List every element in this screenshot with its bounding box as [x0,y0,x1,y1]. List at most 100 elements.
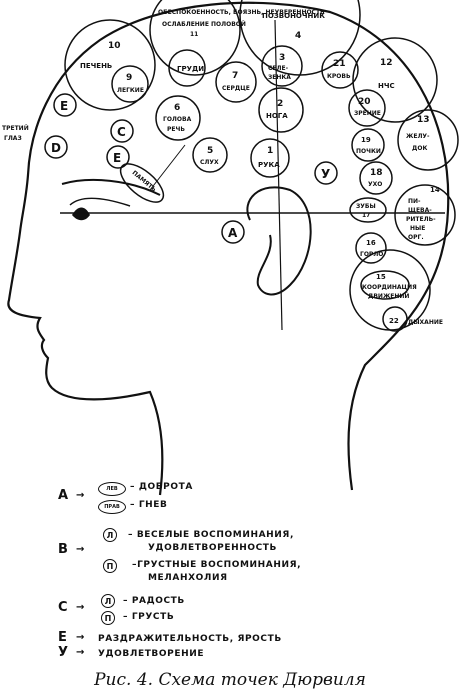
svg-text:ЗЕНКА: ЗЕНКА [268,74,291,81]
svg-text:5: 5 [207,146,213,156]
svg-text:10: 10 [108,41,121,51]
legend-key-u: У [58,645,69,660]
svg-text:4: 4 [295,31,301,41]
point-13: 13 ЖЕЛУ- ДОК [406,115,430,152]
legend-key-a: А [58,488,69,503]
svg-text:НЧС: НЧС [378,82,395,90]
figure-caption: Рис. 4. Схема точек Дюрвиля [94,670,366,690]
svg-text:РИТЕЛЬ-: РИТЕЛЬ- [406,216,436,223]
legend-e-text: РАЗДРАЖИТЕЛЬНОСТЬ, ЯРОСТЬ [98,634,282,644]
svg-text:С: С [117,125,126,139]
svg-text:А: А [228,226,238,240]
point-e-upper: Е [53,93,77,117]
svg-text:16: 16 [366,239,376,247]
point-9: 9 ЛЕГКИЕ [111,65,149,103]
legend-c-left-icon: Л [101,594,115,608]
region-circle-digestive [394,184,456,246]
point-a: А [221,220,245,244]
svg-text:Е: Е [60,99,68,113]
eye-icon [61,178,161,221]
arrow-icon: → [76,490,85,501]
head-profile-outline [7,1,450,496]
svg-text:D: D [51,141,61,155]
region-circle-ncs [352,37,438,123]
region-circle-sex [149,0,241,76]
arrow-icon: → [76,632,85,643]
point-11: ОБЕСПОКОЕННОСТЬ, БОЯЗНЬ, НЕУВЕРЕННОСТЬ О… [158,9,325,38]
point-5: 5 СЛУХ [192,137,228,173]
svg-text:СЛУХ: СЛУХ [200,159,219,166]
legend-key-c: С [58,600,68,615]
point-7: 7 СЕРДЦЕ [215,61,257,103]
legend-b-left-icon: Л [103,528,117,542]
legend-key-b: В [58,542,68,557]
svg-text:ПАМЯТЬ: ПАМЯТЬ [131,169,158,193]
svg-text:НЫЕ: НЫЕ [410,225,425,232]
svg-text:21: 21 [333,59,346,69]
svg-text:19: 19 [361,136,371,144]
point-22: 22 ДЫХАНИЕ [382,306,443,332]
svg-text:ЗРЕНИЕ: ЗРЕНИЕ [354,110,381,117]
svg-text:У: У [321,167,330,181]
point-10: 10 ПЕЧЕНЬ [80,41,121,70]
svg-text:ОСЛАБЛЕНИЕ ПОЛОВОЙ: ОСЛАБЛЕНИЕ ПОЛОВОЙ [162,20,246,28]
svg-text:ПЕЧЕНЬ: ПЕЧЕНЬ [80,62,112,70]
point-14: 14 ПИ- ЩЕВА- РИТЕЛЬ- НЫЕ ОРГ. [406,186,440,241]
svg-text:ПОЧКИ: ПОЧКИ [356,148,381,155]
legend-b-row2-text2: МЕЛАНХОЛИЯ [148,573,228,583]
svg-text:ДЫХАНИЕ: ДЫХАНИЕ [408,319,443,326]
svg-text:9: 9 [126,73,132,83]
legend-a-row2-text: – ГНЕВ [130,500,168,510]
svg-text:17: 17 [362,212,370,219]
svg-text:Е: Е [113,151,121,165]
svg-text:ГЛАЗ: ГЛАЗ [4,135,22,142]
point-e-lower: Е [106,145,130,169]
point-2: 2 НОГА [258,87,304,133]
arrow-icon: → [76,544,85,555]
svg-text:ГРУДИ: ГРУДИ [177,65,204,73]
svg-text:2: 2 [277,99,283,109]
svg-text:6: 6 [174,103,180,113]
svg-text:18: 18 [370,168,383,178]
svg-text:ЖЕЛУ-: ЖЕЛУ- [406,133,430,140]
point-12: 12 НЧС [378,58,395,90]
legend-b-row2-text1: –ГРУСТНЫЕ ВОСПОМИНАНИЯ, [132,560,302,570]
svg-text:20: 20 [358,97,371,107]
legend-b-row1-text2: УДОВЛЕТВОРЕННОСТЬ [148,543,278,553]
svg-text:ОРГ.: ОРГ. [408,234,424,241]
svg-text:14: 14 [430,186,440,194]
legend-b-row1-text1: – ВЕСЕЛЫЕ ВОСПОМИНАНИЯ, [128,530,294,540]
arrow-icon: → [76,602,85,613]
arrow-icon: → [76,647,85,658]
svg-text:11: 11 [190,31,198,38]
point-3: 3 СЕЛЕ- ЗЕНКА [261,45,303,87]
svg-text:7: 7 [232,71,238,81]
svg-text:ПОЗВОНОЧНИК: ПОЗВОНОЧНИК [262,12,325,20]
svg-text:ЛЕГКИЕ: ЛЕГКИЕ [117,87,144,94]
legend-c-right-icon: П [101,611,115,625]
svg-text:УХО: УХО [368,181,382,188]
point-u: У [314,161,338,185]
point-grudi: ГРУДИ [168,49,206,87]
legend-b-right-icon: П [103,559,117,573]
point-21: 21 КРОВЬ [321,51,359,89]
svg-text:ПИ-: ПИ- [408,198,421,205]
point-19: 19 ПОЧКИ [351,128,385,162]
region-circle-liver [64,19,156,111]
point-15: 15 КООРДИНАЦИЯ ДВИЖЕНИЙ [360,270,417,300]
svg-text:ДВИЖЕНИЙ: ДВИЖЕНИЙ [368,292,409,300]
legend-c-row1-text: – РАДОСТЬ [123,596,185,606]
svg-text:1: 1 [267,146,273,156]
svg-text:15: 15 [376,273,386,281]
svg-text:13: 13 [417,115,430,125]
head-diagram: 10 ПЕЧЕНЬ ОБЕСПОКОЕННОСТЬ, БОЯЗНЬ, НЕУВЕ… [2,0,459,496]
legend-key-e: Е [58,630,67,645]
svg-text:РЕЧЬ: РЕЧЬ [167,126,185,133]
legend-c-row2-text: – ГРУСТЬ [123,612,175,622]
ear-outline [246,186,312,296]
point-6: 6 ГОЛОВА РЕЧЬ [155,95,201,141]
point-c: С [110,119,134,143]
point-memory: ПАМЯТЬ [119,144,186,203]
point-16: 16 ГОРЛО [355,232,387,264]
legend-a-left-icon: ЛЕВ [98,482,126,496]
